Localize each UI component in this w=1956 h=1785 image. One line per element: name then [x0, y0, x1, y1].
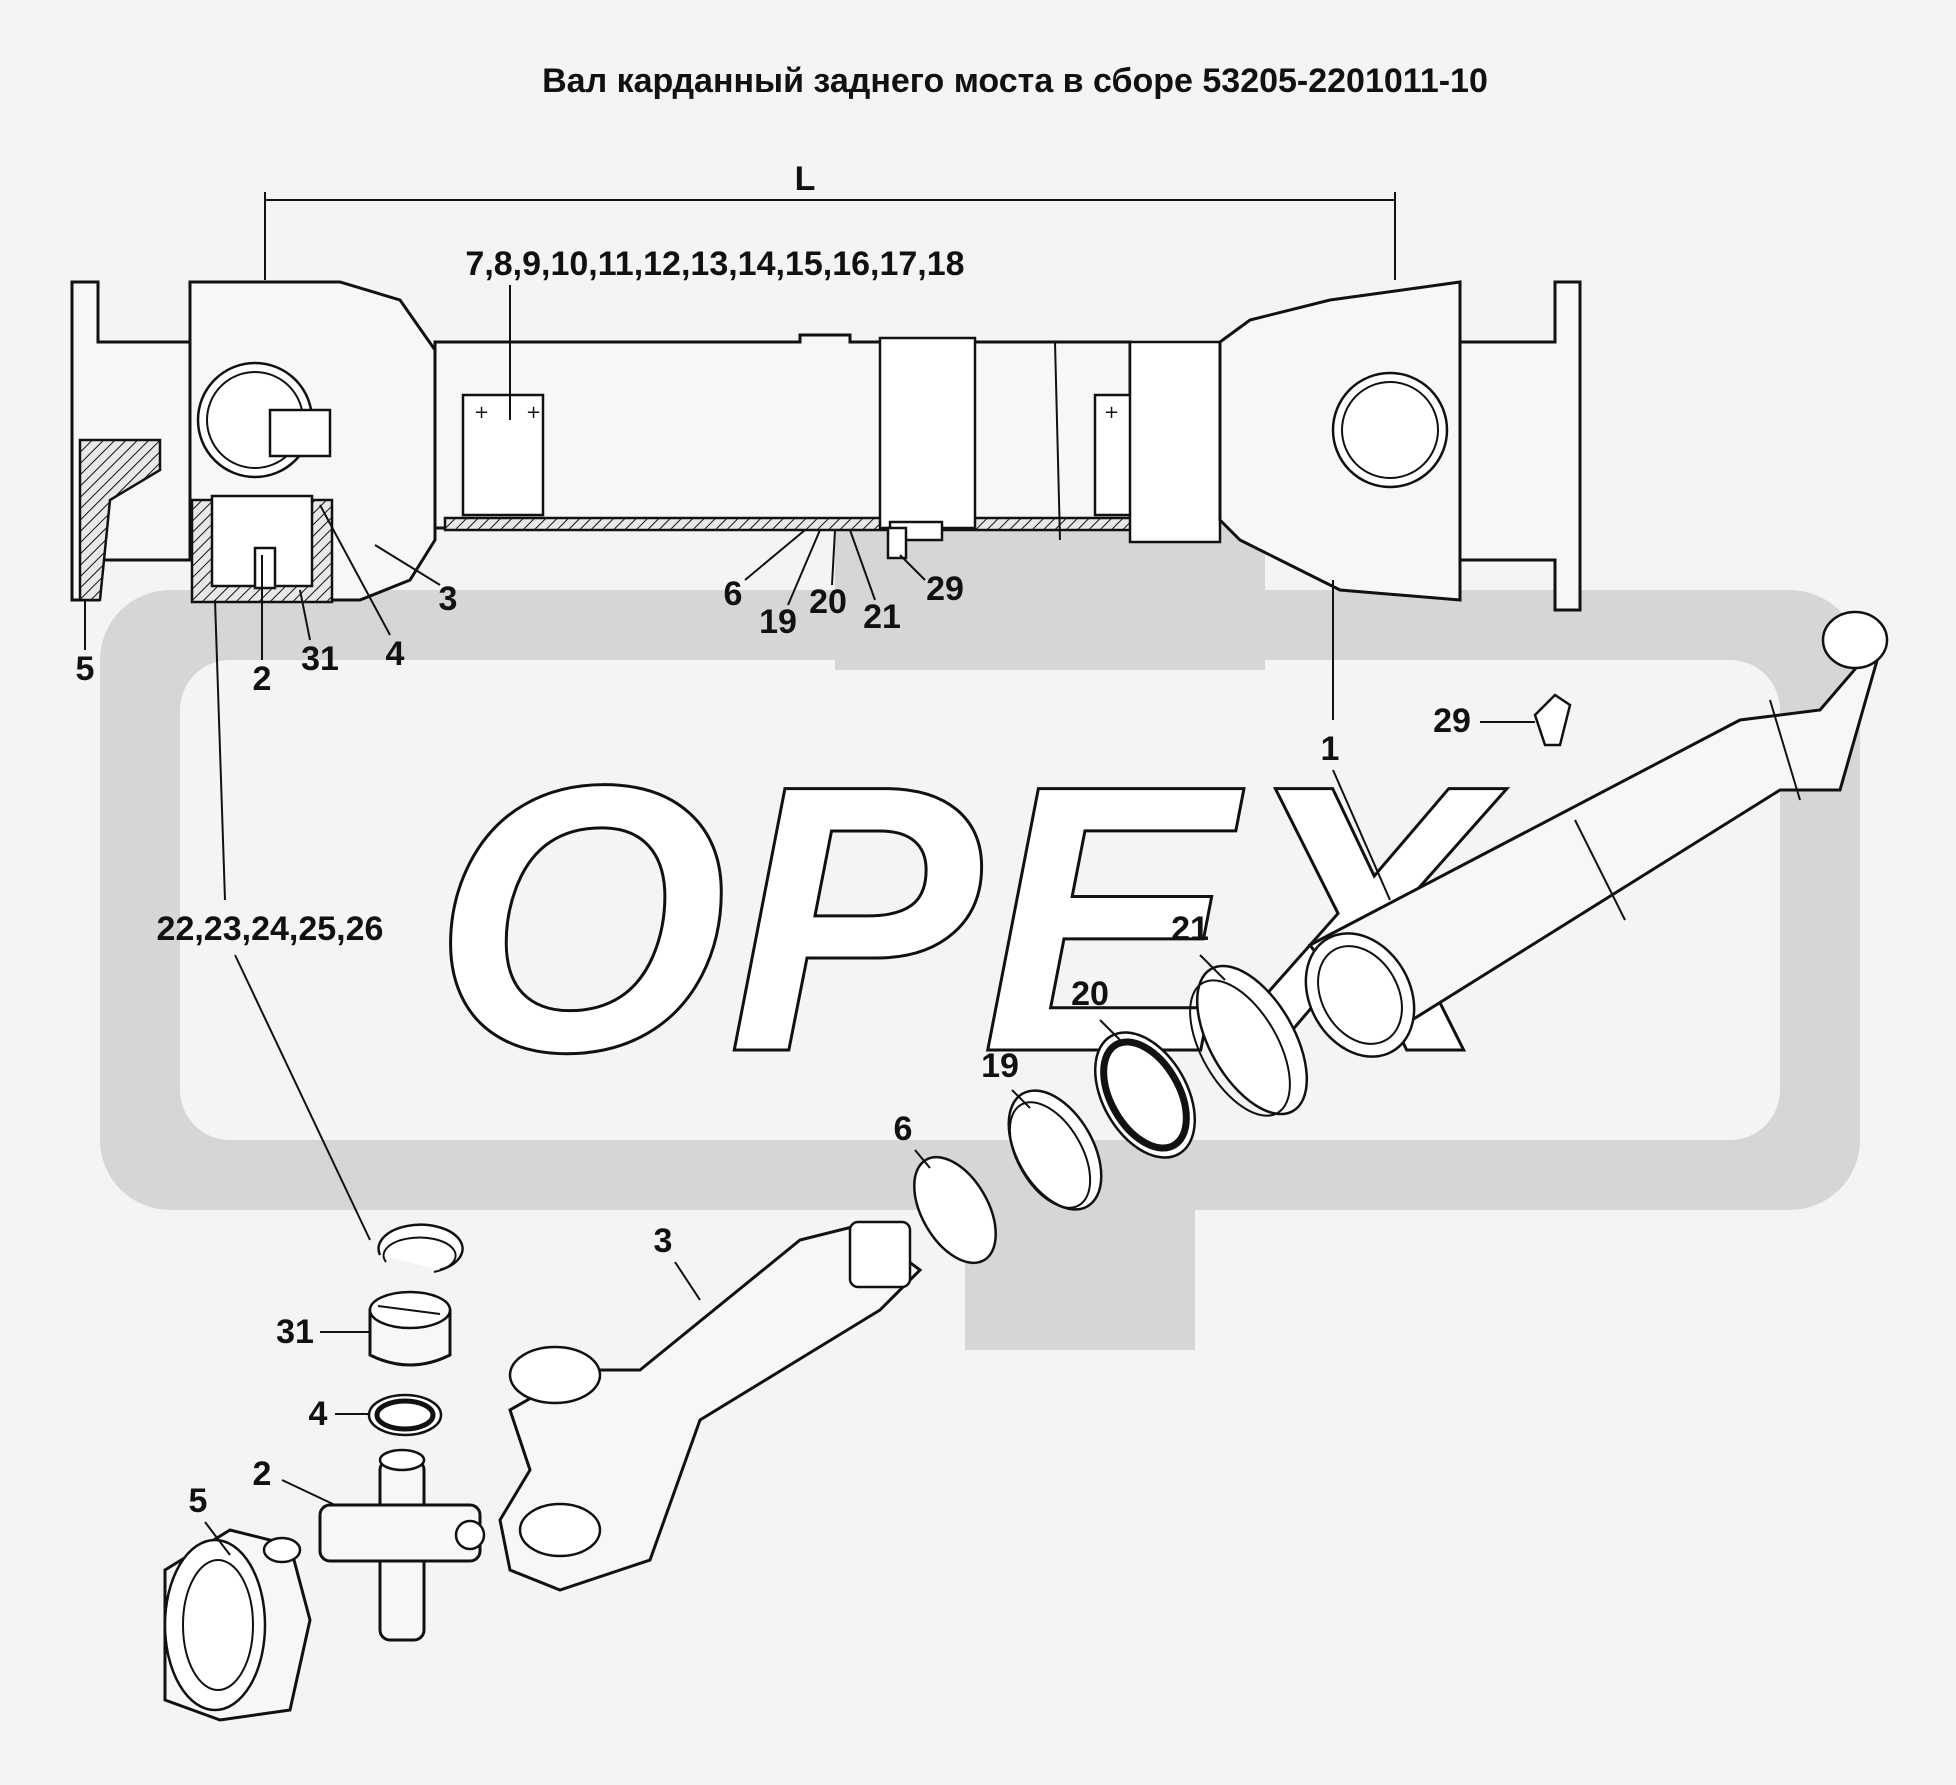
right-flange	[1458, 280, 1582, 612]
label-group-22-26: 22,23,24,25,26	[157, 910, 384, 948]
slip-joint-sleeve	[878, 336, 977, 530]
assembled-labels: 7,8,9,10,11,12,13,14,15,16,17,18 5 2 31 …	[76, 245, 1391, 901]
svg-text:+: +	[474, 402, 489, 423]
assembled-grease-nipple	[886, 526, 908, 560]
left-grease-boss	[268, 408, 332, 458]
left-flange-section	[78, 438, 162, 602]
label-29-exploded: 29	[1433, 702, 1471, 740]
label-21-assembled: 21	[863, 598, 901, 636]
yoke-ear-bottom	[518, 1502, 602, 1558]
label-3-exploded: 3	[654, 1222, 673, 1260]
label-4-exploded: 4	[309, 1395, 328, 1433]
right-cross-cap	[1331, 371, 1449, 489]
exploded-labels: 22,23,24,25,26 29 21 20 19 6 3 31 4 2 5	[157, 599, 1535, 1556]
part-2-cross	[318, 1448, 486, 1642]
dimension-L: L	[264, 160, 1396, 280]
label-4-assembled: 4	[386, 635, 405, 673]
assembled-shaft: + + + +	[70, 280, 1582, 612]
label-group-7-18: 7,8,9,10,11,12,13,14,15,16,17,18	[465, 245, 964, 283]
shaft-tube-right	[1128, 340, 1222, 544]
label-20-assembled: 20	[809, 583, 847, 621]
diagram-title: Вал карданный заднего моста в сборе 5320…	[542, 62, 1488, 100]
label-1: 1	[1321, 730, 1340, 768]
splined-stub	[848, 1220, 912, 1289]
part-5-flange	[163, 1528, 312, 1722]
label-21-exploded: 21	[1171, 910, 1209, 948]
label-2-assembled: 2	[253, 660, 272, 698]
yoke-ear-top	[508, 1345, 602, 1405]
ring-21	[1195, 964, 1309, 1116]
slip-yoke-body	[1307, 635, 1882, 1043]
label-5-assembled: 5	[76, 650, 95, 688]
part-3-splined-yoke	[498, 1220, 923, 1592]
slip-yoke-bore	[1304, 932, 1416, 1058]
label-6-assembled: 6	[724, 575, 743, 613]
label-5-exploded: 5	[189, 1482, 208, 1520]
label-29-assembled: 29	[926, 570, 964, 608]
watermark-text: OPEX	[432, 706, 1508, 1131]
dimension-label: L	[795, 160, 816, 198]
label-31-assembled: 31	[301, 640, 339, 678]
slip-yoke-ear	[1821, 610, 1889, 670]
label-19-assembled: 19	[759, 603, 797, 641]
exploded-view	[163, 610, 1889, 1722]
seal-20	[1093, 1031, 1197, 1159]
label-3-assembled: 3	[439, 580, 458, 618]
label-2-exploded: 2	[253, 1455, 272, 1493]
balance-plate-left	[461, 393, 545, 517]
watermark: OPEX	[100, 440, 1860, 1350]
circlip	[377, 1223, 464, 1272]
label-31-exploded: 31	[276, 1313, 314, 1351]
tube-wall-section	[443, 516, 1207, 532]
svg-text:+: +	[526, 402, 541, 423]
snap-ring-6	[913, 1155, 997, 1265]
label-6-exploded: 6	[894, 1110, 913, 1148]
label-20-exploded: 20	[1071, 975, 1109, 1013]
part-31-bearing-cup	[368, 1290, 452, 1367]
label-19-exploded: 19	[981, 1047, 1019, 1085]
grease-nipple	[1533, 693, 1572, 747]
svg-text:+: +	[1104, 402, 1119, 423]
splined-yoke-body	[498, 1223, 923, 1592]
part-1-slip-yoke	[1304, 610, 1889, 1058]
